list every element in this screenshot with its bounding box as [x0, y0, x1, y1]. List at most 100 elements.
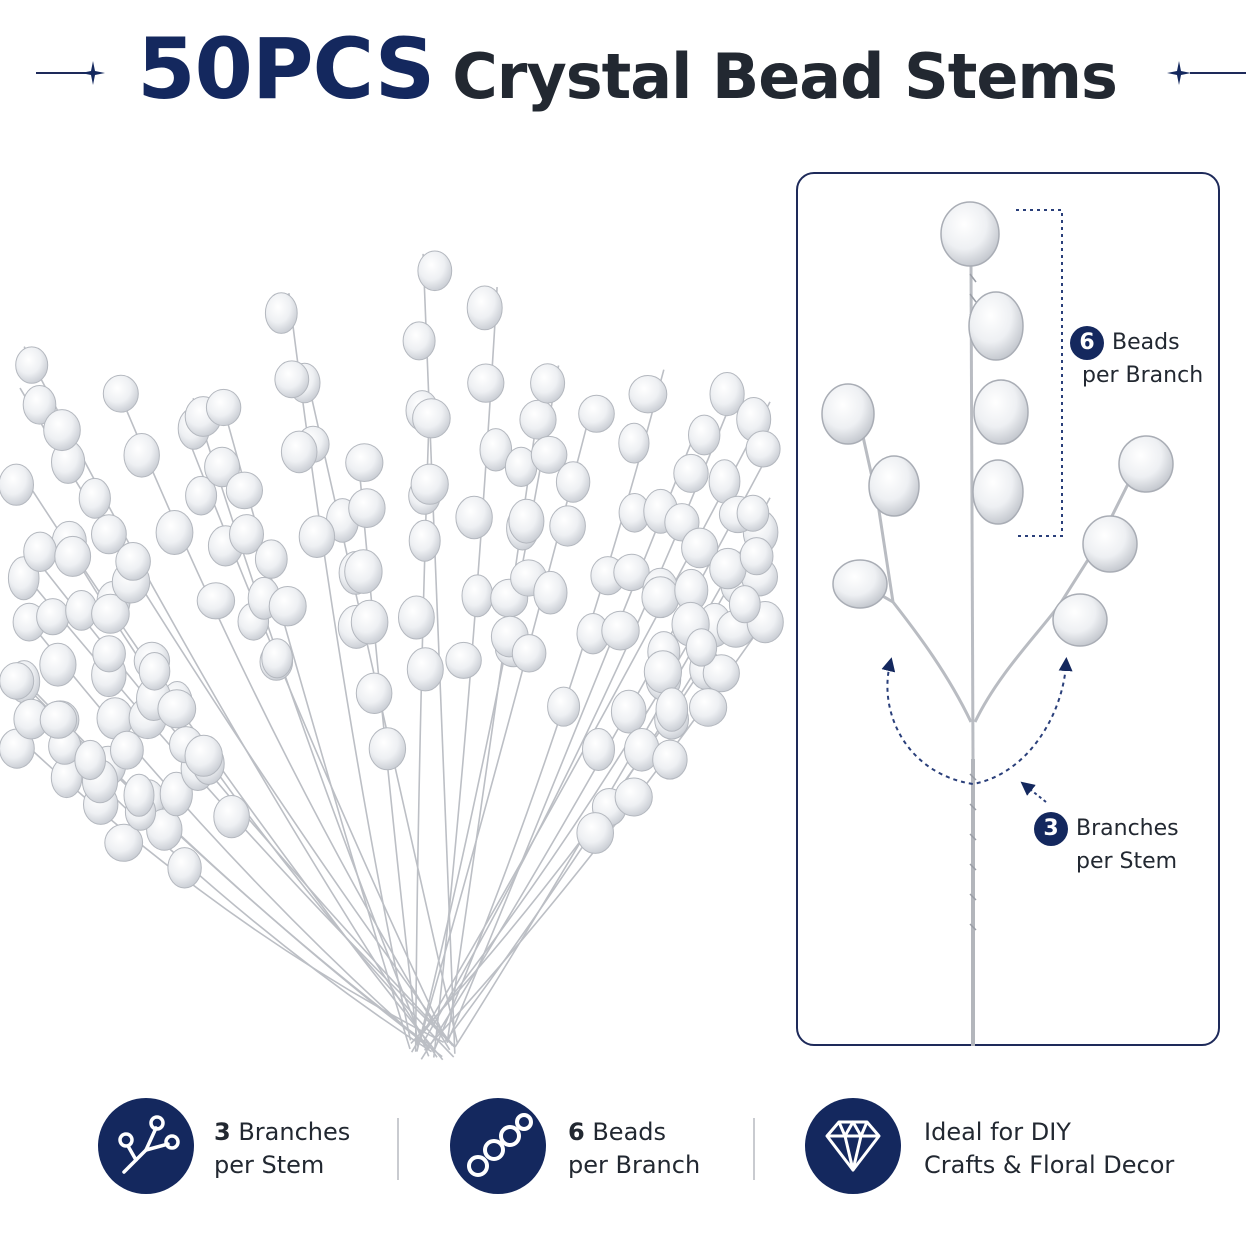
crystal-bead [345, 443, 384, 483]
crystal-bead [613, 553, 650, 592]
crystal-bead [102, 374, 139, 413]
crystal-bead [298, 515, 336, 559]
crystal-bead [264, 292, 298, 334]
crystal-bead [91, 514, 127, 555]
feature-beads-line1: Beads [592, 1118, 667, 1146]
branches-count-badge: 3 [1034, 812, 1068, 846]
crystal-bead [547, 686, 581, 727]
crystal-bead [74, 739, 106, 781]
feature-branches-text: 3 Branches per Stem [214, 1116, 350, 1182]
crystal-bead [461, 574, 494, 618]
crystal-bead [479, 428, 513, 472]
crystal-bead [519, 399, 557, 440]
crystal-bead [739, 537, 774, 576]
header-left-line [36, 72, 92, 74]
beads-count-badge: 6 [1070, 326, 1104, 360]
crystal-bead [138, 652, 171, 691]
title-count: 50PCS [137, 20, 435, 118]
crystal-bead [254, 539, 288, 579]
beads-callout-line2: per Branch [1082, 363, 1204, 388]
stem-wire [446, 400, 541, 1043]
stem-wire [288, 293, 412, 1041]
stem-wire [304, 368, 459, 1044]
crystal-bead [110, 730, 144, 770]
crystal-bead [268, 586, 307, 627]
stem-wire [416, 365, 560, 1052]
crystal-bead [533, 570, 568, 615]
crystal-bead [508, 498, 545, 544]
crystal-bead [0, 463, 34, 506]
crystal-bead [673, 453, 709, 493]
crystal-bead [39, 700, 78, 739]
feature-branches-line2: per Stem [214, 1151, 325, 1179]
crystal-bead [410, 463, 449, 505]
crystal-bead [610, 689, 647, 734]
crystal-bead [167, 847, 202, 889]
crystal-bead [467, 363, 505, 403]
crystal-bead [466, 285, 503, 331]
crystal-bead [184, 734, 223, 777]
feature-beads-line2: per Branch [568, 1151, 701, 1179]
crystal-bead [530, 435, 568, 474]
crystal-bead [368, 727, 407, 771]
stem-wire [116, 387, 451, 1051]
crystal-bead [408, 519, 441, 562]
crystal-bead [688, 414, 721, 456]
stem-wire [19, 679, 428, 1045]
crystal-bead [652, 739, 688, 780]
crystal-bead [614, 777, 653, 817]
crystal-bead [280, 430, 318, 474]
crystal-bead [261, 638, 293, 679]
crystal-bead [344, 549, 383, 594]
crystal-bead [213, 795, 250, 839]
branches-callout-line2: per Stem [1076, 849, 1178, 874]
crystal-bead [398, 595, 435, 640]
crystal-bead [406, 647, 444, 692]
crystal-bead [582, 728, 615, 771]
crystal-bead [745, 430, 781, 468]
title-text: Crystal Bead Stems [452, 40, 1118, 113]
sparkle-icon [81, 61, 105, 85]
crystal-bead [709, 372, 745, 417]
crystal-bead [22, 385, 57, 425]
crystal-bead [157, 689, 197, 729]
crystal-bead [159, 771, 193, 817]
stem-wire [433, 369, 665, 1050]
crystal-bead [123, 433, 160, 478]
diamond-icon [805, 1098, 901, 1194]
feature-divider [397, 1118, 399, 1180]
feature-branches-number: 3 [214, 1118, 231, 1146]
crystal-bead [641, 576, 680, 619]
stem-wire [19, 609, 431, 1050]
stem-wire [192, 397, 430, 1057]
feature-diy-text: Ideal for DIY Crafts & Floral Decor [924, 1116, 1174, 1182]
crystal-bead [702, 654, 740, 693]
crystal-bead [555, 461, 591, 503]
crystal-bead [92, 635, 126, 673]
feature-branches: 3 Branches per Stem [98, 1098, 398, 1198]
crystal-bead [643, 650, 683, 694]
single-stem-diagram [821, 201, 1174, 1046]
crystal-bead [39, 642, 77, 687]
crystal-bead [225, 471, 263, 510]
crystal-bead [628, 375, 668, 414]
crystal-bead [115, 542, 151, 581]
crystal-bead [274, 360, 310, 399]
branch-icon [98, 1098, 194, 1194]
crystal-bead [204, 446, 241, 488]
crystal-bead [736, 494, 770, 532]
crystal-bead [43, 409, 81, 452]
crystal-bead [54, 535, 92, 577]
crystal-bead [155, 510, 194, 555]
sparkle-icon [1167, 61, 1191, 85]
crystal-bead [511, 634, 547, 673]
crystal-bead [229, 514, 264, 555]
feature-diy-line2: Crafts & Floral Decor [924, 1151, 1175, 1179]
feature-beads: 6 Beads per Branch [450, 1098, 750, 1198]
crystal-bead [196, 582, 236, 620]
stem-wire [180, 421, 448, 1042]
feature-diy: Ideal for DIY Crafts & Floral Decor [805, 1098, 1225, 1198]
crystal-bead [417, 250, 453, 292]
